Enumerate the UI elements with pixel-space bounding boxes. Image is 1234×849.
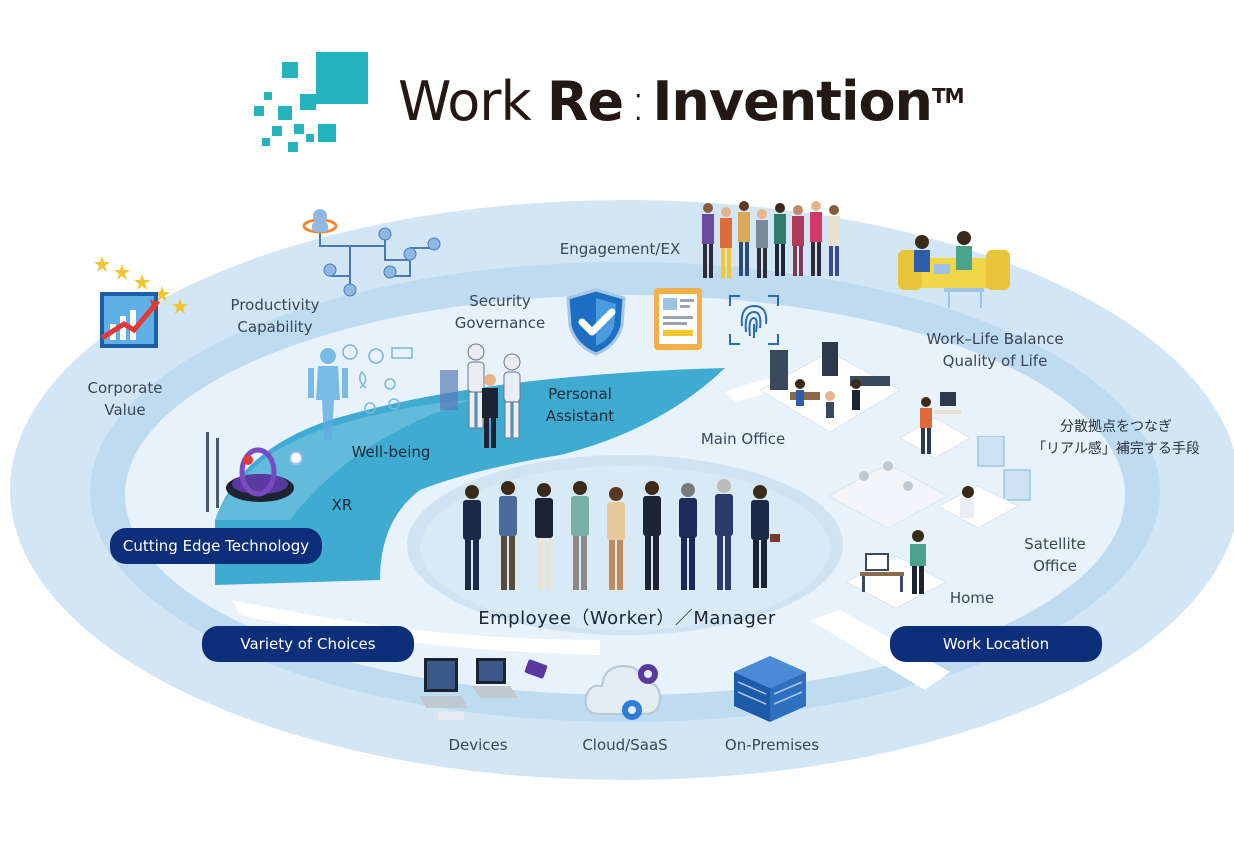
people-group-icon [702,201,840,278]
standing-desk-icon [900,392,970,459]
fingerprint-icon [729,295,779,345]
label-center: Employee（Worker）／Manager [478,608,776,629]
label-personal-assistant: Personal Assistant [525,383,635,427]
pill-work-location: Work Location [890,626,1102,662]
label-satellite-line2: Office [1033,557,1077,575]
office-scene-icon [760,342,900,433]
pill-variety: Variety of Choices [202,626,414,662]
label-work-life: Work–Life Balance Quality of Life [905,328,1085,372]
sofa-couple-icon [898,231,1010,308]
separator-band-right [810,610,950,690]
label-home: Home [949,589,995,607]
org-network-icon [302,209,441,297]
label-security-line2: Governance [454,314,546,332]
label-onprem: On-Premises [724,736,820,754]
robot-assistant-icon [440,343,521,448]
label-personal-assistant-line1: Personal [548,385,612,403]
employee-group-icon [463,479,780,590]
logo-word-re: Re [546,70,624,133]
label-cloud: Cloud/SaaS [582,736,668,754]
logo-word-invention: Invention [652,70,933,133]
label-corporate-value-line2: Value [104,401,146,419]
video-conference-icon [828,436,1031,529]
logo-colon: : [629,70,647,133]
home-desk-icon [846,530,946,609]
logo-word-work: Work [398,70,547,133]
label-personal-assistant-line2: Assistant [545,407,615,425]
star-rating-icon [94,256,188,314]
label-engagement: Engagement/EX [559,240,681,258]
label-productivity-line1: Productivity [230,296,320,314]
label-security: Security Governance [445,290,555,334]
logo [250,50,990,160]
label-japanese-line2: 「リアル感」補完する手段 [1032,441,1200,457]
label-satellite-line1: Satellite [1024,535,1086,553]
label-productivity: Productivity Capability [210,294,340,338]
vr-ring-icon [206,432,303,512]
logo-trademark: TM [932,84,965,108]
cloud-gear-icon [584,664,662,720]
label-japanese: 分散拠点をつなぎ 「リアル感」補完する手段 [1002,416,1230,460]
pill-cutting-edge: Cutting Edge Technology [110,528,322,564]
label-corporate-value-line1: Corporate [87,379,163,397]
label-productivity-line2: Capability [237,318,313,336]
logo-wordmark: Work Re:InventionTM [398,70,965,133]
label-corporate-value: Corporate Value [70,377,180,421]
tech-band [215,368,725,585]
tablet-review-icon [654,288,702,350]
logo-mark-icon [254,52,368,152]
server-rack-icon [734,656,806,722]
human-body-icon [308,344,413,440]
label-japanese-line1: 分散拠点をつなぎ [1060,419,1172,435]
label-xr: XR [331,496,353,514]
separator-band-left [232,600,600,655]
label-main-office: Main Office [700,430,786,448]
label-work-life-line1: Work–Life Balance [926,330,1064,348]
label-devices: Devices [448,736,508,754]
growth-chart-icon [100,292,160,348]
shield-check-icon [566,288,626,356]
laptop-devices-icon [420,658,548,720]
label-satellite: Satellite Office [1000,533,1110,577]
label-security-line1: Security [469,292,531,310]
label-well-being: Well-being [351,443,431,461]
label-work-life-line2: Quality of Life [942,352,1048,370]
